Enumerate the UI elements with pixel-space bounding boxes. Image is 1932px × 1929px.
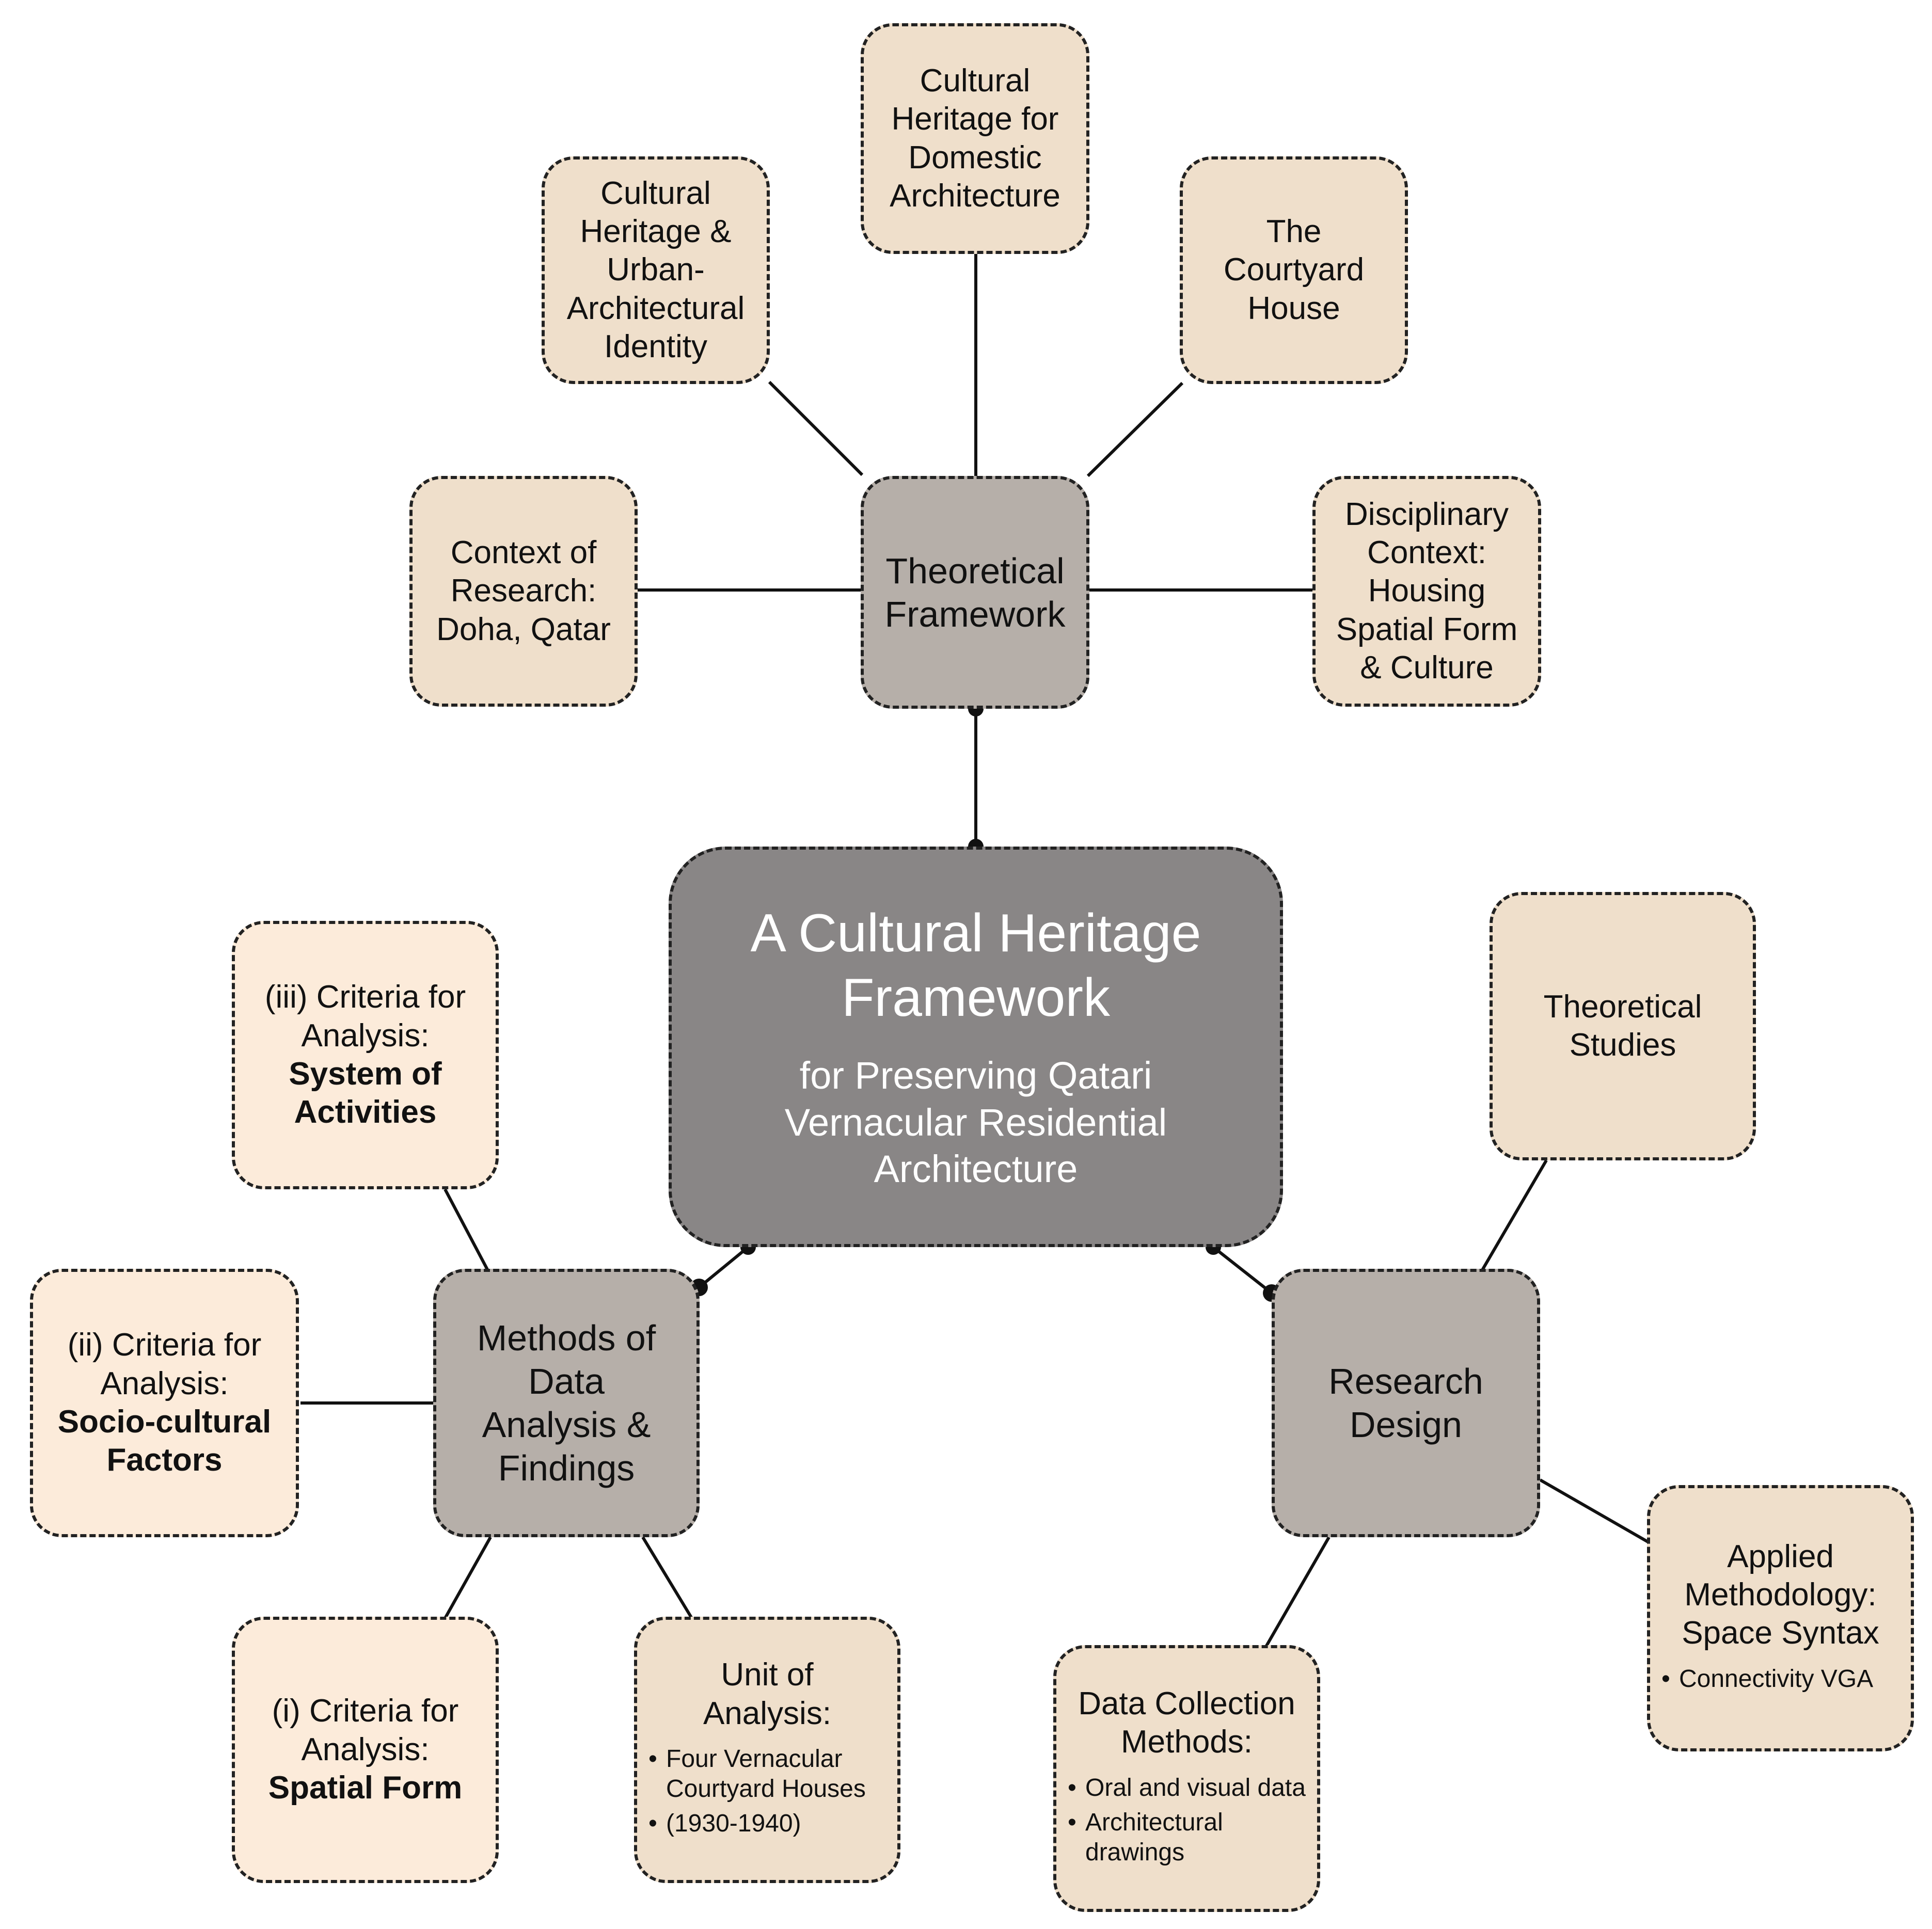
node-text-line: Identity <box>604 329 707 365</box>
node-text-line: Domestic <box>908 139 1042 176</box>
node-text-line: Data <box>528 1361 605 1401</box>
node-text-line: Space Syntax <box>1682 1615 1879 1651</box>
list-item: Oral and visual data <box>1068 1773 1306 1803</box>
node-text-line: Architectural <box>566 290 745 326</box>
unit-of-analysis-heading: Unit of Analysis: <box>648 1656 886 1733</box>
node-text-line: Disciplinary <box>1345 496 1509 532</box>
node-text-line: Research: <box>450 573 597 609</box>
node-text-line: Spatial Form <box>1336 611 1518 647</box>
node-text-line: Urban- <box>607 252 705 288</box>
unit-of-analysis-list: Four Vernacular Courtyard Houses (1930-1… <box>648 1744 886 1844</box>
node-text-line: Data Collection <box>1078 1685 1295 1721</box>
node-text-line: Framework <box>884 594 1066 634</box>
courtyard-house-node: The Courtyard House <box>1180 156 1408 384</box>
node-text-line: Findings <box>498 1448 635 1488</box>
central-title-line: Framework <box>841 967 1111 1028</box>
node-text-line: House <box>1247 290 1340 326</box>
unit-of-analysis-node: Unit of Analysis: Four Vernacular Courty… <box>634 1617 900 1883</box>
node-text-line: Analysis & <box>482 1405 651 1445</box>
node-text-line: Applied <box>1727 1538 1834 1574</box>
theoretical-framework-node: Theoretical Framework <box>861 476 1089 709</box>
applied-methodology-list: Connectivity VGA <box>1661 1664 1899 1699</box>
data-collection-heading: Data Collection Methods: <box>1068 1685 1306 1762</box>
criteria-system-activities-node: (iii) Criteria for Analysis: System of A… <box>232 921 499 1189</box>
node-text-line: Theoretical <box>1543 989 1702 1025</box>
theoretical-studies-node: Theoretical Studies <box>1490 892 1756 1160</box>
node-text-line: Unit of <box>721 1657 814 1693</box>
node-text-bold: System of <box>289 1056 442 1092</box>
cultural-heritage-identity-node: Cultural Heritage & Urban- Architectural… <box>542 156 770 384</box>
node-text-line: Theoretical <box>885 550 1065 591</box>
applied-methodology-heading: Applied Methodology: Space Syntax <box>1661 1538 1899 1653</box>
list-item: Connectivity VGA <box>1661 1664 1899 1694</box>
connector-methods-spatial <box>444 1536 492 1619</box>
central-framework-node: A Cultural Heritage Framework for Preser… <box>669 847 1283 1247</box>
node-text-line: (ii) Criteria for <box>67 1327 262 1363</box>
node-text-line: Methods of <box>477 1318 656 1358</box>
connector-theory-identity <box>768 380 864 476</box>
node-text-line: (i) Criteria for <box>272 1693 459 1729</box>
node-text-line: Design <box>1350 1405 1462 1445</box>
node-text-line: Context: <box>1367 534 1486 570</box>
list-item: Architectural drawings <box>1068 1808 1306 1867</box>
node-text-bold: Spatial Form <box>268 1770 463 1806</box>
central-title: A Cultural Heritage Framework <box>751 901 1201 1030</box>
node-text-line: & Culture <box>1360 650 1494 686</box>
connector-research-applied <box>1539 1478 1652 1545</box>
node-text-line: Analysis: <box>703 1695 832 1731</box>
node-text-line: Research <box>1328 1361 1483 1401</box>
node-text-line: (iii) Criteria for <box>264 979 466 1015</box>
cultural-heritage-domestic-node: Cultural Heritage for Domestic Architect… <box>861 23 1089 254</box>
node-text-bold: Activities <box>294 1094 437 1130</box>
node-text-line: Heritage for <box>891 101 1059 137</box>
node-text-line: Context of <box>450 534 597 570</box>
central-subtitle-line: Architecture <box>874 1147 1078 1190</box>
central-subtitle-line: for Preserving Qatari <box>799 1054 1152 1097</box>
connector-research-theoretical <box>1480 1159 1548 1272</box>
node-text-line: Cultural <box>920 62 1031 99</box>
node-text-line: Courtyard <box>1223 252 1365 288</box>
node-text-line: Heritage & <box>580 213 732 249</box>
central-subtitle: for Preserving Qatari Vernacular Residen… <box>785 1053 1167 1192</box>
context-of-research-node: Context of Research: Doha, Qatar <box>409 476 638 707</box>
node-text-line: Analysis: <box>301 1017 430 1054</box>
node-text-line: Cultural <box>600 175 711 211</box>
connector-methods-activities <box>444 1188 491 1274</box>
methods-analysis-node: Methods of Data Analysis & Findings <box>433 1269 700 1537</box>
central-title-line: A Cultural Heritage <box>750 903 1201 963</box>
node-text-line: Analysis: <box>301 1731 430 1767</box>
criteria-spatial-form-node: (i) Criteria for Analysis: Spatial Form <box>232 1617 499 1883</box>
list-item: Four Vernacular Courtyard Houses <box>648 1744 886 1804</box>
node-text-line: Methods: <box>1120 1724 1253 1760</box>
criteria-socio-cultural-node: (ii) Criteria for Analysis: Socio-cultur… <box>30 1269 299 1537</box>
disciplinary-context-node: Disciplinary Context: Housing Spatial Fo… <box>1312 476 1541 707</box>
node-text-line: Doha, Qatar <box>436 611 611 647</box>
node-text-line: The <box>1266 213 1322 249</box>
list-item: (1930-1940) <box>648 1809 886 1839</box>
connector-methods-unit <box>641 1536 693 1619</box>
node-text-bold: Factors <box>106 1442 223 1478</box>
connector-theory-courtyard <box>1086 381 1184 477</box>
node-text-line: Housing <box>1368 573 1486 609</box>
connector-center-methods <box>698 1246 749 1289</box>
node-text-line: Studies <box>1569 1027 1676 1063</box>
applied-methodology-node: Applied Methodology: Space Syntax Connec… <box>1647 1485 1914 1751</box>
central-subtitle-line: Vernacular Residential <box>784 1101 1167 1144</box>
node-text-line: Methodology: <box>1684 1577 1877 1613</box>
connector-research-data <box>1264 1536 1331 1648</box>
node-text-bold: Socio-cultural <box>57 1404 272 1440</box>
research-design-node: Research Design <box>1272 1269 1540 1537</box>
data-collection-list: Oral and visual data Architectural drawi… <box>1068 1773 1306 1873</box>
connector-center-research <box>1212 1246 1273 1295</box>
data-collection-methods-node: Data Collection Methods: Oral and visual… <box>1053 1645 1320 1912</box>
node-text-line: Analysis: <box>100 1365 229 1401</box>
node-text-line: Architecture <box>890 178 1060 214</box>
